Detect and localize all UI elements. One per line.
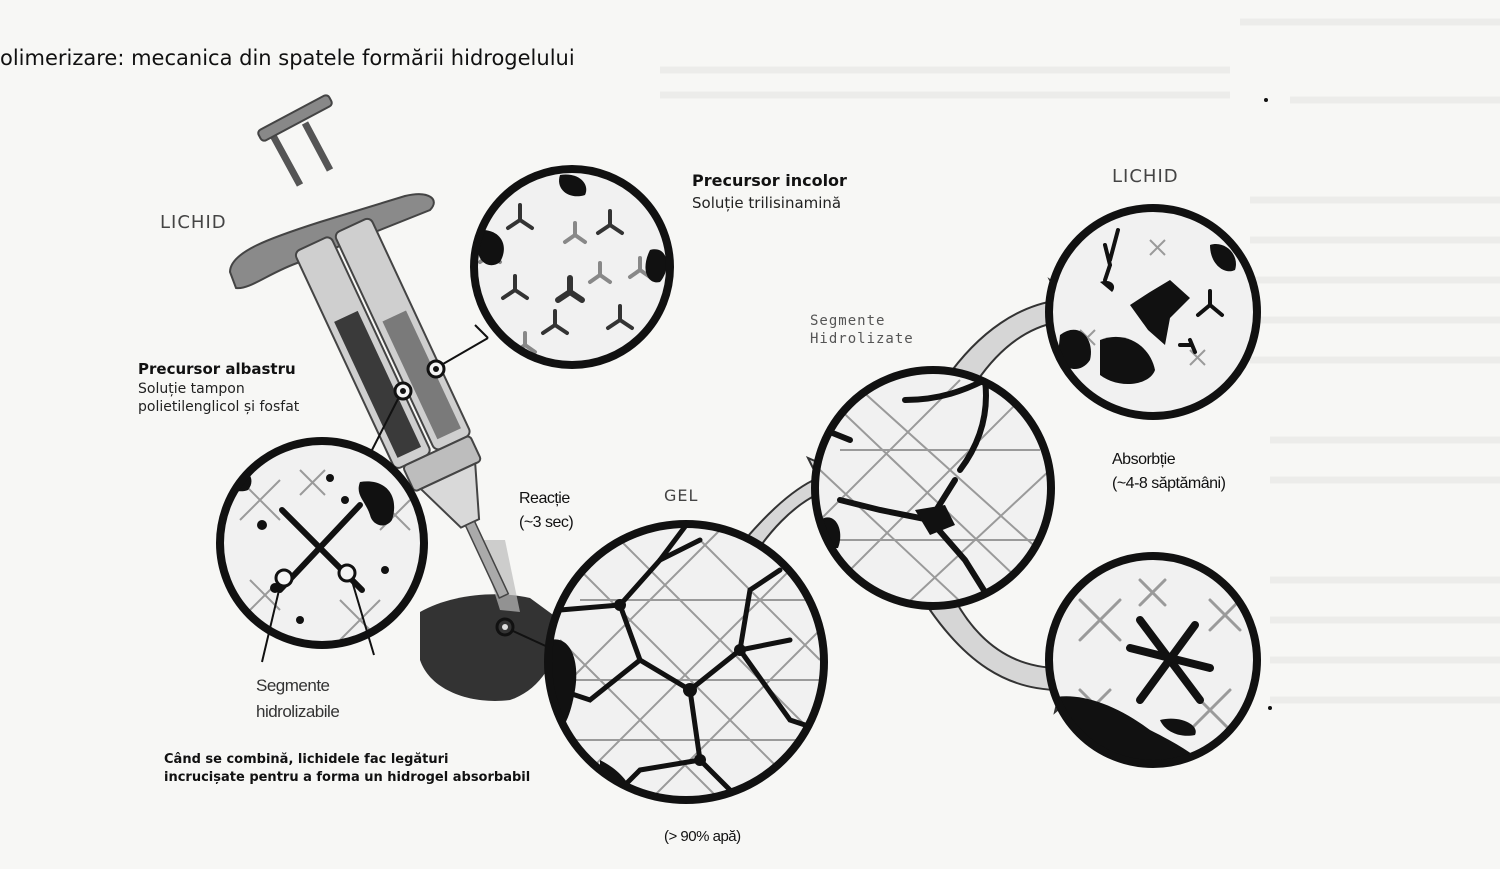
scan-dot	[1268, 706, 1272, 710]
circle-absorption-top	[1049, 208, 1257, 416]
callout-line	[475, 325, 488, 338]
label-lichid-right: LICHID	[1112, 166, 1179, 187]
label-gel: GEL	[664, 486, 698, 505]
label-segmente-hidrolizate-2: Hidrolizate	[810, 330, 914, 348]
page-title: olimerizare: mecanica din spatele formăr…	[0, 46, 575, 70]
label-water: (> 90% apă)	[664, 827, 741, 846]
circle-precursor-albastru	[220, 441, 424, 662]
circle-precursor-incolor	[474, 169, 670, 370]
label-combine-1: Când se combină, lichidele fac legături	[164, 751, 449, 768]
label-lichid-left: LICHID	[160, 212, 227, 233]
label-precursor-albastru: Precursor albastru	[138, 360, 296, 378]
label-combine-2: incrucișate pentru a forma un hidrogel a…	[164, 769, 530, 786]
label-absorbtie: Absorbție	[1112, 450, 1175, 469]
label-segmente-hidrolizabile-2: hidrolizabile	[256, 702, 339, 721]
label-precursor-incolor-sub: Soluție trilisinamină	[692, 195, 841, 212]
label-reactie: Reacție	[519, 489, 570, 508]
label-precursor-albastru-sub2: polietilenglicol și fosfat	[138, 399, 299, 416]
label-segmente-hidrolizabile-1: Segmente	[256, 676, 330, 695]
label-absorbtie-time: (~4-8 săptămâni)	[1112, 474, 1225, 493]
scan-dot	[1264, 98, 1268, 102]
label-precursor-albastru-sub1: Soluție tampon	[138, 381, 245, 398]
circle-absorption-bottom	[1045, 556, 1257, 770]
label-precursor-incolor: Precursor incolor	[692, 171, 847, 190]
hydrogel-puddle	[420, 594, 560, 701]
circle-gel-network	[548, 520, 830, 810]
label-segmente-hidrolizate-1: Segmente	[810, 312, 885, 330]
circle-hydrolyzed-segments	[815, 370, 1051, 620]
label-reactie-time: (~3 sec)	[519, 513, 573, 532]
